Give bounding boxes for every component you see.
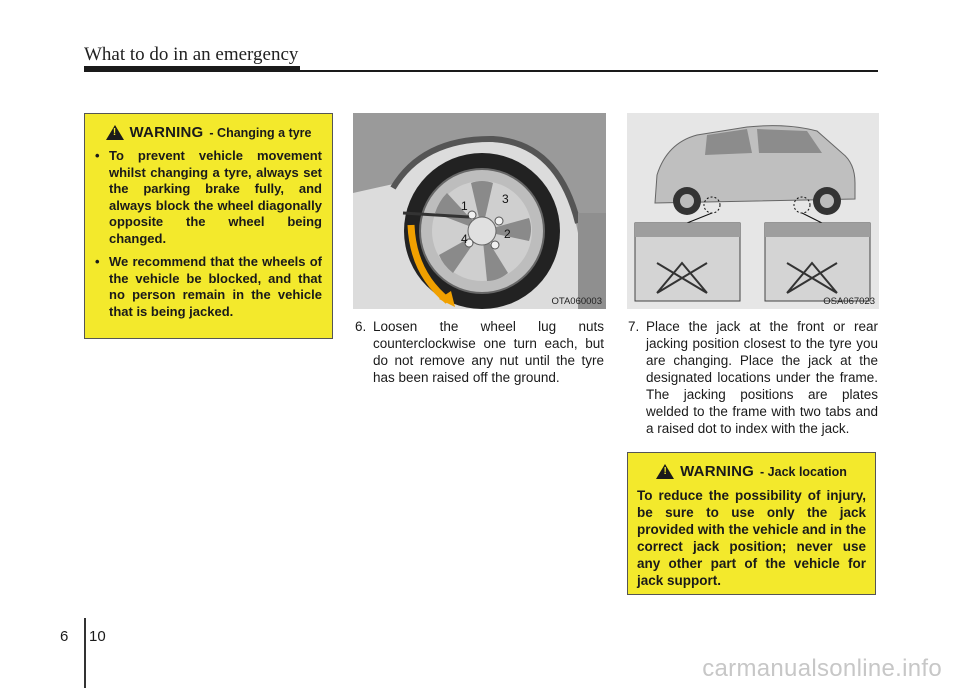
- header-accent-bar: [84, 66, 300, 71]
- warning-heading: ! WARNING - Changing a tyre: [95, 124, 322, 141]
- header-rule: [84, 70, 878, 72]
- warning-list: To prevent vehicle movement whilst chang…: [95, 148, 322, 320]
- warning-item: We recommend that the wheels of the vehi…: [95, 254, 322, 320]
- warning-box-jack-location: ! WARNING - Jack location To reduce the …: [627, 452, 876, 595]
- warning-box-changing-tyre: ! WARNING - Changing a tyre To prevent v…: [84, 113, 333, 339]
- footer-page-number: 10: [89, 628, 106, 645]
- nut-label: 3: [502, 192, 509, 206]
- wheel-illustration: 1 2 3 4: [353, 113, 606, 309]
- warning-item: To prevent vehicle movement whilst chang…: [95, 148, 322, 247]
- footer-divider: [84, 618, 86, 688]
- jack-illustration: [627, 113, 879, 309]
- step-text: Loosen the wheel lug nuts counterclockwi…: [373, 319, 604, 385]
- figure-code: OTA060003: [551, 296, 602, 307]
- step-7: 7. Place the jack at the front or rear j…: [628, 318, 878, 437]
- warning-triangle-icon: !: [656, 464, 675, 479]
- footer-chapter-number: 6: [60, 628, 69, 645]
- step-number: 6.: [355, 319, 367, 334]
- warning-word: WARNING: [129, 124, 204, 141]
- warning-subtitle: - Changing a tyre: [209, 125, 312, 140]
- watermark-text: carmanualsonline.info: [702, 655, 942, 682]
- nut-label: 4: [461, 232, 468, 246]
- warning-word: WARNING: [680, 463, 755, 480]
- warning-subtitle: - Jack location: [760, 464, 847, 479]
- warning-heading: ! WARNING - Jack location: [637, 463, 866, 480]
- warning-triangle-icon: !: [105, 125, 124, 140]
- warning-text: To reduce the possibility of injury, be …: [637, 488, 866, 588]
- figure-jack-positions: OSA067023: [627, 113, 879, 309]
- page-header-title: What to do in an emergency: [84, 44, 299, 65]
- step-6: 6. Loosen the wheel lug nuts countercloc…: [355, 318, 604, 386]
- nut-label: 2: [504, 227, 511, 241]
- nut-label: 1: [461, 199, 468, 213]
- figure-code: OSA067023: [823, 296, 875, 307]
- figure-wheel-lug-nuts: 1 2 3 4 OTA060003: [353, 113, 606, 309]
- step-text: Place the jack at the front or rear jack…: [646, 319, 878, 436]
- step-number: 7.: [628, 319, 640, 334]
